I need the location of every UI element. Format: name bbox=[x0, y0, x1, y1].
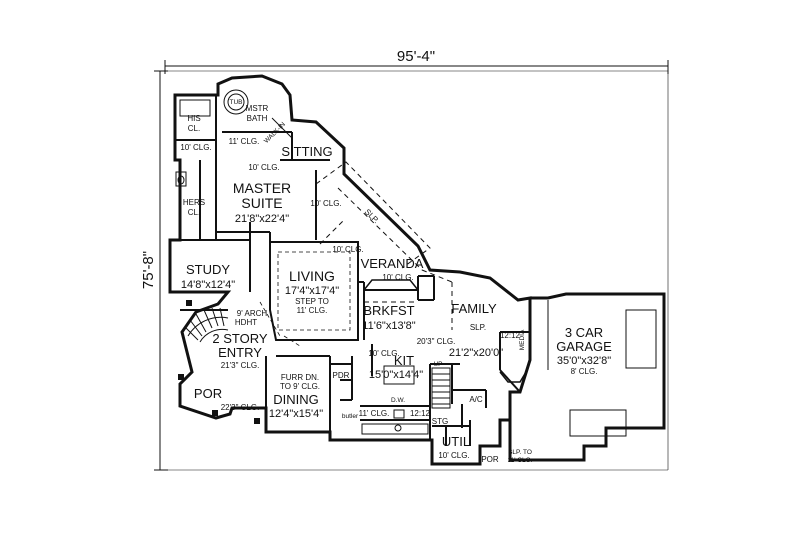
ac-label: A/C bbox=[469, 395, 483, 404]
spiral-staircase bbox=[185, 307, 229, 343]
por-side-note-2: 11' CLG. bbox=[508, 457, 533, 464]
garage-label-2: GARAGE bbox=[556, 339, 612, 354]
living-clg-top: 10' CLG. bbox=[332, 245, 363, 254]
mstr-bath-clg: 11' CLG. bbox=[229, 137, 260, 146]
entry-label-2: ENTRY bbox=[218, 345, 262, 360]
family-slp-pitch: 12:12 bbox=[500, 331, 521, 340]
up-label: UP bbox=[433, 361, 442, 368]
master-suite-dims: 21'8"x22'4" bbox=[235, 213, 289, 225]
garage-doors bbox=[547, 300, 657, 437]
kit-dims: 15'0"x14'4" bbox=[369, 369, 423, 381]
dining-dims: 12'4"x15'4" bbox=[269, 408, 323, 420]
study-label: STUDY bbox=[186, 262, 230, 277]
master-clg-note: 10' CLG. bbox=[310, 199, 341, 208]
mstr-bath-label-2: BATH bbox=[247, 114, 268, 123]
kit-label: KIT bbox=[394, 353, 414, 368]
veranda-outline bbox=[315, 161, 453, 330]
stg-label: STG bbox=[432, 417, 448, 426]
porch-columns bbox=[178, 300, 260, 424]
sitting-label: SITTING bbox=[281, 144, 332, 159]
veranda-slp: SLP. bbox=[363, 207, 381, 225]
garage-label: 3 CAR bbox=[565, 325, 603, 340]
study-dims: 14'8"x12'4" bbox=[181, 279, 235, 291]
master-suite-label: MASTER bbox=[233, 180, 291, 196]
family-slp: SLP. bbox=[470, 323, 486, 332]
butler-label: butler bbox=[342, 413, 359, 420]
bay-windows bbox=[363, 279, 527, 383]
veranda-label: VERANDA bbox=[361, 256, 424, 271]
hers-cl-label-2: CL. bbox=[188, 208, 200, 217]
por-side-note-1: SLP. TO bbox=[508, 449, 532, 456]
his-cl-label-2: CL. bbox=[188, 124, 200, 133]
kit-clg-note: 10' CLG. bbox=[368, 349, 399, 358]
his-clg-note: 10' CLG. bbox=[180, 143, 211, 152]
util-clg: 10' CLG. bbox=[438, 451, 469, 460]
master-suite-label-2: SUITE bbox=[241, 195, 282, 211]
family-dims: 21'2"x20'0" bbox=[449, 347, 503, 359]
his-cl-label: HIS bbox=[187, 114, 200, 123]
arch-note: 9' ARCH bbox=[237, 309, 268, 318]
room-labels: HIS CL. 10' CLG. MSTR BATH TUB WALK-IN 1… bbox=[180, 99, 612, 464]
por-front-clg: 22'3" CLG. bbox=[221, 403, 260, 412]
por-front-label: POR bbox=[194, 386, 222, 401]
sitting-clg: 10' CLG. bbox=[248, 163, 279, 172]
garage-clg: 8' CLG. bbox=[571, 367, 598, 376]
interior-walls bbox=[175, 95, 530, 446]
living-ceiling-step bbox=[259, 251, 351, 347]
living-dims: 17'4"x17'4" bbox=[285, 285, 339, 297]
kit-clg-pitch: 12:12 bbox=[410, 409, 431, 418]
kit-clg-low: 11' CLG. bbox=[359, 409, 390, 418]
kitchen-stairs bbox=[431, 367, 451, 409]
living-note-1: STEP TO bbox=[295, 297, 329, 306]
brkfst-dims: 11'6"x13'8" bbox=[362, 320, 415, 332]
mstr-bath-label: MSTR bbox=[246, 104, 269, 113]
veranda-clg: 10' CLG. bbox=[382, 273, 413, 282]
util-label: UTIL bbox=[442, 434, 470, 449]
arch-note-2: HDHT bbox=[235, 318, 257, 327]
por-side-label: POR bbox=[481, 455, 499, 464]
overall-width-label: 95'-4" bbox=[397, 48, 435, 65]
living-note-2: 11' CLG. bbox=[297, 306, 328, 315]
dining-note-1: FURR DN. bbox=[281, 373, 319, 382]
entry-clg: 21'3" CLG. bbox=[221, 361, 260, 370]
media-label: MEDIA bbox=[519, 329, 526, 350]
living-label: LIVING bbox=[289, 268, 335, 284]
overall-dimension-lines bbox=[154, 60, 669, 471]
entry-label: 2 STORY bbox=[212, 331, 267, 346]
hers-cl-label: HERS bbox=[183, 198, 205, 207]
dw-label: D.W. bbox=[391, 397, 405, 404]
garage-dims: 35'0"x32'8" bbox=[557, 355, 611, 367]
tub-label: TUB bbox=[230, 99, 243, 106]
kitchen-counters bbox=[361, 365, 429, 435]
family-clg: 20'3" CLG. bbox=[417, 337, 456, 346]
overall-depth-label: 75'-8" bbox=[140, 251, 157, 289]
garage-walls bbox=[508, 292, 666, 462]
master-bath-fixtures bbox=[175, 89, 293, 187]
pdr-label: PDR bbox=[333, 371, 350, 380]
dining-note-2: TO 9' CLG. bbox=[280, 382, 320, 391]
family-label: FAMILY bbox=[451, 301, 497, 316]
brkfst-label: BRKFST bbox=[363, 303, 414, 318]
dining-label: DINING bbox=[273, 392, 319, 407]
